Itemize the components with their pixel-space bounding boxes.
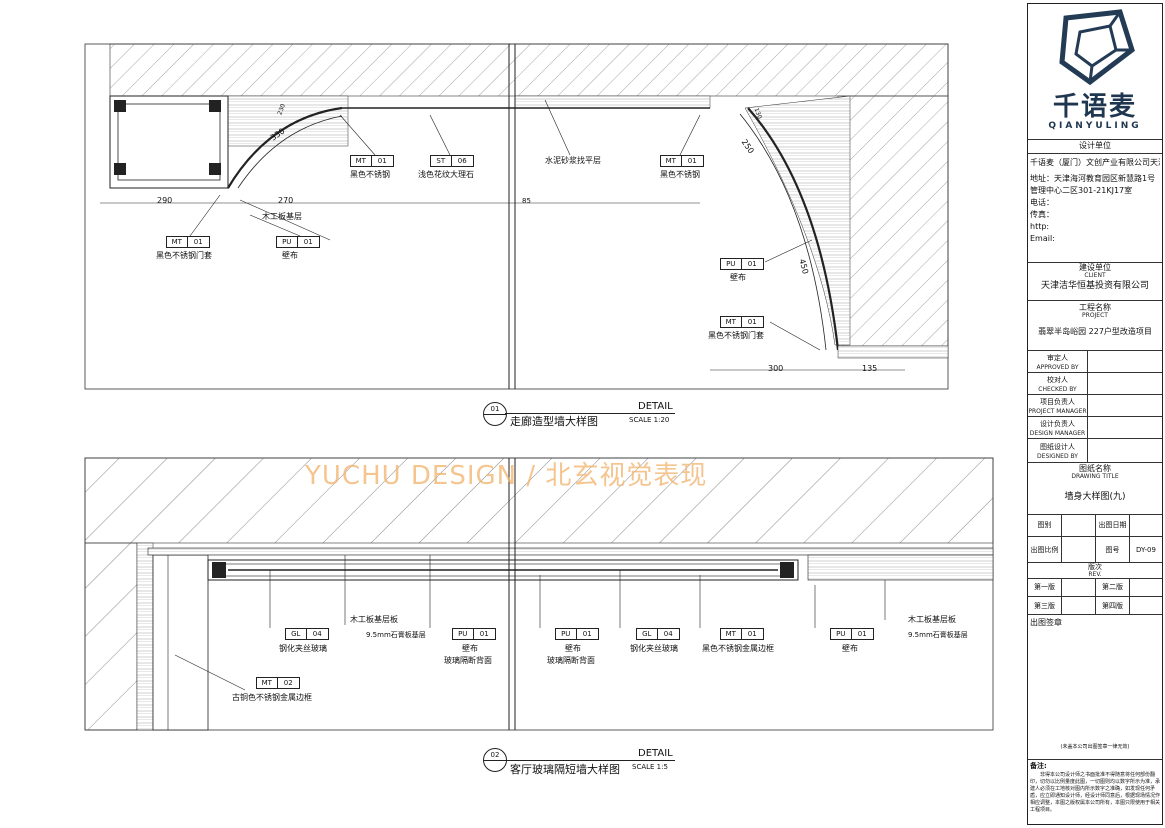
- material-tag: MT 01 黑色不锈钢: [350, 155, 394, 180]
- drawing-number: DY-09: [1136, 545, 1156, 554]
- project-block: 工程名称 PROJECT 翡翠半岛峪园 227户型改造项目: [1028, 300, 1162, 350]
- client-name: 天津洁华恒基投资有限公司: [1040, 281, 1149, 291]
- note-gyp1: 9.5mm石膏板基层: [366, 631, 426, 639]
- http: http:: [1030, 222, 1050, 231]
- logo-mark-icon: [1059, 9, 1135, 86]
- phone: 电话：: [1030, 198, 1054, 207]
- drawing-title-block: 图纸名称 DRAWING TITLE 墙身大样图(九): [1028, 462, 1162, 514]
- detail-02-section: [84, 457, 994, 731]
- drawing-sheet: [84, 43, 994, 731]
- detail-01-plan: [84, 43, 949, 390]
- detail-02-scale: SCALE 1:5: [632, 763, 668, 771]
- detail-02-title: 客厅玻璃隔短墙大样图: [510, 763, 620, 776]
- detail-02-underline: [505, 760, 675, 761]
- material-tag: MT 01 黑色不锈钢金属边框: [702, 628, 774, 653]
- material-tag: MT 01 黑色不锈钢门套: [708, 316, 764, 340]
- material-tag: ST 06 浅色花纹大理石: [418, 155, 474, 179]
- note-cement: 水泥砂浆找平层: [545, 156, 601, 165]
- material-tag: PU 01 壁布: [720, 258, 764, 283]
- material-tag: MT 02 古铜色不锈钢金属边框: [232, 677, 312, 702]
- material-tag: PU 01 壁布 玻璃隔断背面: [547, 628, 599, 666]
- email: Email:: [1030, 234, 1055, 243]
- material-tag: GL 04 钢化夹丝玻璃: [279, 628, 329, 653]
- material-tag: PU 01 壁布: [830, 628, 874, 654]
- detail-01-underline: [505, 413, 675, 414]
- drawing-title: 墙身大样图(九): [1064, 492, 1126, 502]
- address: 地址：天津海河教育园区新慧路1号 管理中心二区301-21KJ17室: [1030, 174, 1156, 195]
- note-board2: 木工板基层板: [908, 615, 956, 624]
- detail-01-title: 走廊造型墙大样图: [510, 415, 598, 428]
- detail-02-bubble: 02: [483, 748, 507, 772]
- material-tag: MT 01 黑色不锈钢门套: [156, 236, 212, 260]
- title-block: 千语麦 QIANYULING 设计单位 千语麦（厦门）文创产业有限公司天津分公司…: [1027, 3, 1163, 825]
- project-name: 翡翠半岛峪园 227户型改造项目: [1038, 327, 1152, 336]
- dim-270: 270: [278, 196, 294, 205]
- dim-300: 300: [768, 364, 784, 373]
- design-unit-block: 千语麦（厦门）文创产业有限公司天津分公司 地址：天津海河教育园区新慧路1号 管理…: [1028, 153, 1162, 262]
- design-unit: 千语麦（厦门）文创产业有限公司天津分公司: [1030, 158, 1160, 167]
- detail-01-scale: SCALE 1:20: [629, 416, 670, 424]
- dim-85: 85: [522, 197, 531, 205]
- stamp-area: 出图签章 (未盖本公司出图签章一律无效): [1028, 614, 1162, 759]
- note-gyp2: 9.5mm石膏板基层: [908, 631, 968, 639]
- note-board: 木工板基层: [262, 212, 302, 221]
- dim-135: 135: [862, 364, 878, 373]
- brand-en: QIANYULING: [1048, 121, 1142, 131]
- material-tag: PU 01 壁布 玻璃隔断背面: [444, 628, 496, 666]
- material-tag: GL 04 钢化夹丝玻璃: [630, 628, 680, 653]
- brand-logo: 千语麦 QIANYULING: [1028, 4, 1162, 139]
- client-block: 建设单位 CLIENT 天津洁华恒基投资有限公司: [1028, 262, 1162, 300]
- note-board1: 木工板基层板: [350, 615, 398, 624]
- dim-290: 290: [157, 196, 173, 205]
- drawing-meta: 图别 出图日期 出图比例 图号 DY-09: [1028, 514, 1162, 563]
- rev-header: 版次 REV.: [1028, 562, 1162, 578]
- material-tag: MT 01 黑色不锈钢: [660, 155, 704, 180]
- material-tag: PU 01 壁布: [276, 236, 320, 261]
- detail-02-detail-label: DETAIL: [638, 748, 673, 759]
- detail-01-detail-label: DETAIL: [638, 401, 673, 412]
- remarks: 备注: 非得本公司设计师之书面批准不得随意将任何部份翻印，切勿以比例量度此图，一…: [1028, 759, 1162, 824]
- fax: 传真：: [1030, 210, 1054, 219]
- watermark: YUCHU DESIGN / 北玄视觉表现: [305, 461, 708, 491]
- detail-01-bubble: 01: [483, 402, 507, 426]
- rev-table: 第一版 第二版 第三版 第四版: [1028, 578, 1162, 615]
- brand-cn: 千语麦: [1052, 92, 1137, 122]
- design-unit-label: 设计单位: [1028, 139, 1162, 153]
